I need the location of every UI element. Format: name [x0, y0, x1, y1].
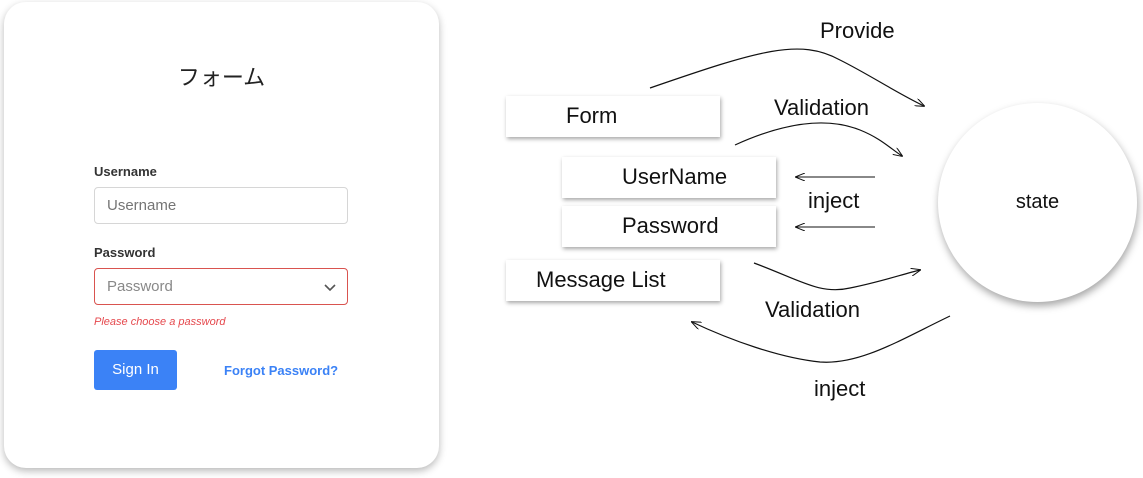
validation-bottom-label: Validation: [765, 297, 860, 322]
username-box: UserName: [562, 157, 776, 198]
inject-bottom-label: inject: [814, 376, 866, 401]
state-node: state: [938, 103, 1137, 302]
inject-bottom-arrow: [692, 315, 951, 363]
forgot-password-link[interactable]: Forgot Password?: [224, 363, 339, 378]
username-input[interactable]: [94, 187, 348, 224]
password-box: Password: [562, 206, 776, 247]
provide-arrow: [649, 48, 924, 106]
password-select[interactable]: Password: [94, 268, 348, 305]
password-placeholder: Password: [107, 278, 173, 295]
password-label: Password: [94, 245, 156, 260]
validation-top-label: Validation: [774, 95, 869, 120]
sign-in-button[interactable]: Sign In: [94, 350, 177, 390]
username-label: Username: [94, 164, 157, 179]
chevron-down-icon: [324, 284, 336, 292]
form-title: フォーム: [177, 66, 266, 91]
validation-bottom-arrow: [753, 262, 920, 291]
password-error-message: Please choose a password: [94, 316, 226, 328]
provide-label: Provide: [820, 18, 895, 43]
message-list-box: Message List: [506, 260, 720, 301]
login-card: フォーム Username Password Password Please c…: [4, 2, 439, 468]
form-box: Form: [506, 96, 720, 137]
inject-middle-label: inject: [808, 188, 860, 213]
validation-top-arrow: [734, 122, 902, 156]
